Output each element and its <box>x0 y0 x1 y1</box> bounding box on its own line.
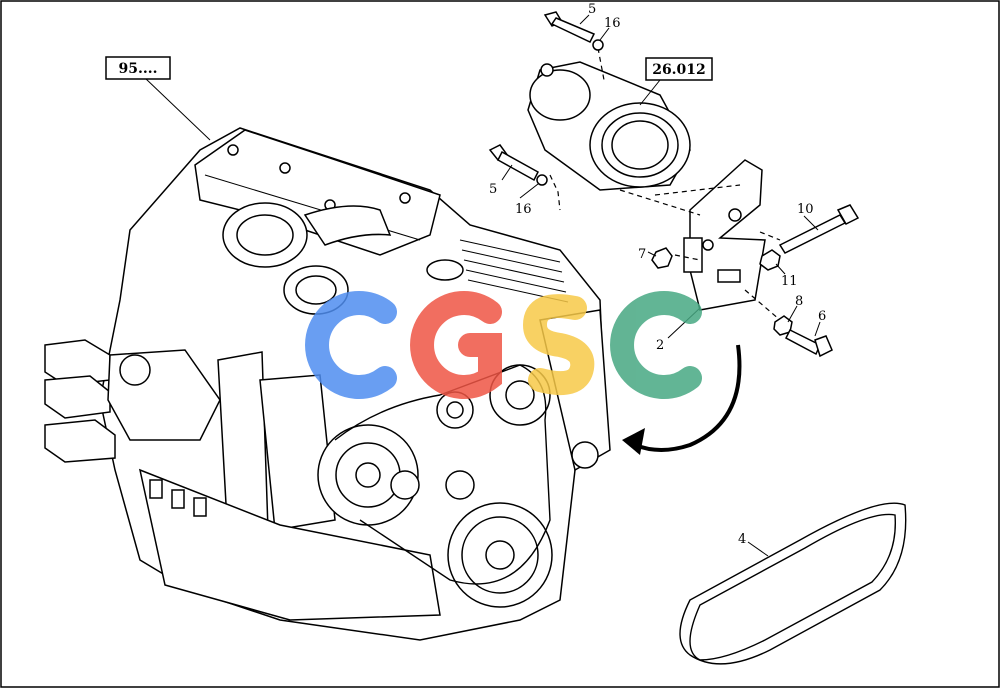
washer-16-top <box>592 39 604 51</box>
compressor-drawing <box>527 61 691 191</box>
bolt-5-mid <box>488 144 539 182</box>
rotation-arrow <box>622 344 742 455</box>
callout-2: 2 <box>656 338 664 353</box>
callout-11: 11 <box>781 274 798 289</box>
nut-7 <box>651 247 673 269</box>
bolt-5-top <box>543 11 596 43</box>
callout-7: 7 <box>638 247 646 262</box>
compressor-ref-label: 26.012 <box>652 62 706 78</box>
callout-4: 4 <box>738 532 746 547</box>
callout-5-mid: 5 <box>489 182 497 197</box>
callout-16-top: 16 <box>604 16 621 31</box>
engine-drawing <box>44 127 611 641</box>
callout-16-mid: 16 <box>515 202 532 217</box>
callout-8: 8 <box>795 294 803 309</box>
engine-ref-box: 95.... <box>105 56 171 80</box>
bolt-10 <box>778 204 860 254</box>
watermark-logo <box>305 291 702 399</box>
callout-6: 6 <box>818 309 826 324</box>
engine-ref-label: 95.... <box>119 61 158 77</box>
bracket-drawing <box>683 159 766 311</box>
washer-16-mid <box>536 174 548 186</box>
belt-4 <box>679 502 907 665</box>
compressor-ref-box: 26.012 <box>645 57 713 81</box>
assembly-lines <box>549 47 781 321</box>
callout-5-top: 5 <box>588 2 596 17</box>
callout-10: 10 <box>797 202 814 217</box>
bolt-6 <box>785 328 833 358</box>
leader-lines <box>144 14 821 557</box>
